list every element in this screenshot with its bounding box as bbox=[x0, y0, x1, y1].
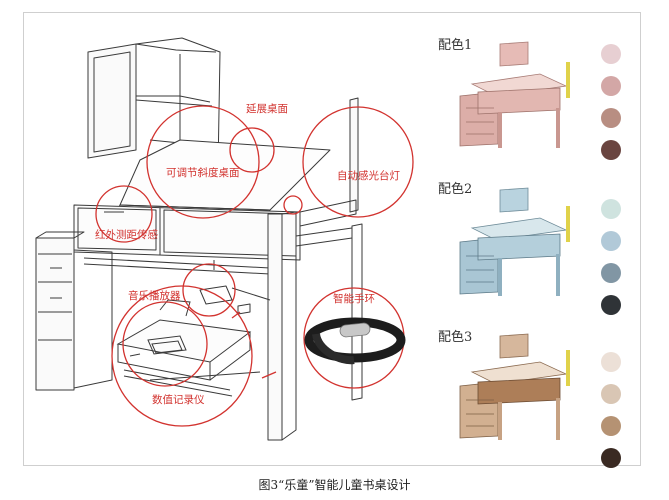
callout-infrared-sensor: 红外测距传感 bbox=[95, 229, 158, 241]
callout-circle-sensor-dot bbox=[283, 195, 303, 215]
scheme-3-label: 配色3 bbox=[438, 330, 473, 345]
swatch-scheme-2-2 bbox=[601, 231, 621, 251]
swatch-scheme-1-2 bbox=[601, 76, 621, 96]
callout-data-recorder: 数值记录仪 bbox=[152, 394, 205, 406]
callout-adjustable-tilt: 可调节斜度桌面 bbox=[166, 167, 240, 179]
swatch-scheme-3-1 bbox=[601, 352, 621, 372]
callout-music-player: 音乐播放器 bbox=[128, 290, 181, 302]
callout-circle-music bbox=[182, 263, 236, 317]
callout-circle-extend bbox=[229, 127, 275, 173]
scheme-2-label: 配色2 bbox=[438, 182, 473, 197]
callout-smart-band: 智能手环 bbox=[333, 293, 375, 305]
callout-extend-desktop: 延展桌面 bbox=[246, 103, 288, 115]
callout-circle-recorder-zoom bbox=[111, 285, 253, 427]
callout-circle-tilt bbox=[146, 105, 260, 219]
swatch-scheme-1-4 bbox=[601, 140, 621, 160]
desk-render-scheme-2 bbox=[459, 187, 570, 296]
smart-band-illustration bbox=[304, 317, 406, 365]
callout-circle-infrared bbox=[95, 185, 153, 243]
desk-render-scheme-1 bbox=[459, 41, 570, 148]
swatch-scheme-2-1 bbox=[601, 199, 621, 219]
swatch-scheme-3-2 bbox=[601, 384, 621, 404]
scheme-1-label: 配色1 bbox=[438, 38, 473, 53]
callout-circle-lamp bbox=[302, 106, 414, 218]
swatch-scheme-2-3 bbox=[601, 263, 621, 283]
callout-circle-recorder bbox=[122, 301, 208, 387]
swatch-scheme-3-4 bbox=[601, 448, 621, 468]
swatch-scheme-1-1 bbox=[601, 44, 621, 64]
figure-caption: 图3“乐童”智能儿童书桌设计 bbox=[258, 478, 411, 492]
swatch-scheme-1-3 bbox=[601, 108, 621, 128]
swatch-scheme-2-4 bbox=[601, 295, 621, 315]
desk-render-scheme-3 bbox=[459, 333, 570, 440]
swatch-scheme-3-3 bbox=[601, 416, 621, 436]
callout-auto-lamp: 自动感光台灯 bbox=[337, 170, 400, 182]
